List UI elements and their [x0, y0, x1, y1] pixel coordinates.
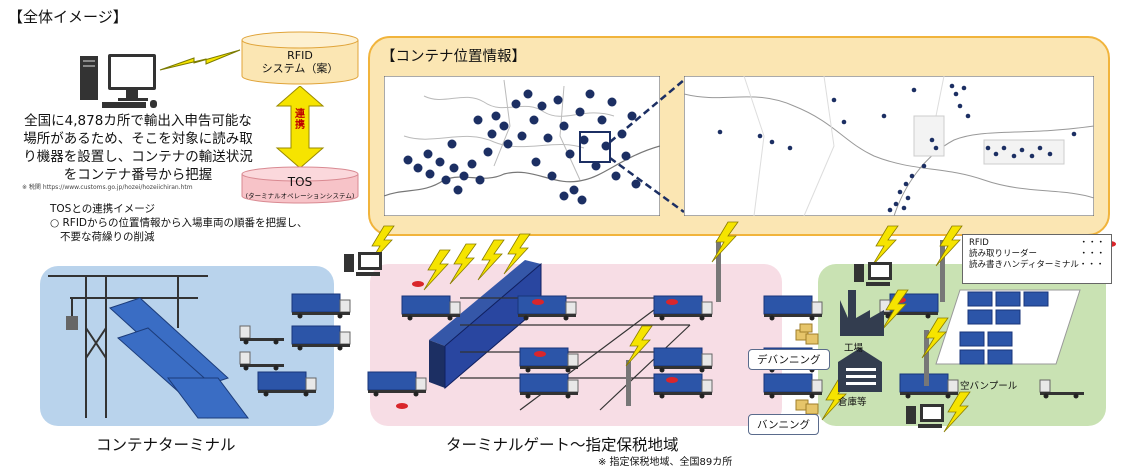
panel-title: 【コンテナ位置情報】	[381, 49, 526, 65]
tos-link-note: TOSとの連携イメージ ○ RFIDからの位置情報から入場車両の順番を把握し、 …	[50, 202, 308, 244]
warehouse-label: 倉庫等	[838, 397, 867, 408]
terminal-gate-structure	[429, 260, 542, 390]
source-note: ※ 税関 https://www.customs.go.jp/hozei/hoz…	[22, 184, 193, 191]
container-crane-illustration	[48, 275, 249, 419]
zoomed-map	[684, 76, 1094, 216]
gate-zone-note: ※ 指定保税地域、全国89カ所	[598, 457, 733, 468]
zoom-connector	[609, 79, 685, 214]
legend-rfid: RFID	[969, 238, 989, 248]
description-text: 全国に4,878カ所で輸出入申告可能な場所があるため、そこを対象に読み取り機器を…	[23, 113, 253, 183]
legend-rfid-dots: ・・・	[1079, 238, 1105, 248]
legend-reader-dots: ・・・	[1079, 249, 1105, 259]
rfid-system-line1: RFID	[287, 49, 313, 62]
tos-name: TOS	[287, 175, 313, 189]
legend-handy: 読み書きハンディターミナル・・・	[969, 260, 1105, 270]
gate-zone-label: ターミナルゲート〜指定保税地域	[446, 436, 679, 454]
empty-pool-label: 空バンプール	[960, 381, 1018, 392]
wireless-signal-icon	[159, 49, 241, 71]
terminal-zone-label: コンテナターミナル	[96, 436, 236, 454]
rfid-system-label: RFID システム（案）	[240, 49, 360, 75]
page-title: 【全体イメージ】	[8, 8, 128, 26]
map-location-dots	[403, 89, 641, 205]
legend-box: RFID ・・・ 読み取りリーダー ・・・ 読み書きハンディターミナル・・・	[962, 234, 1112, 284]
legend-reader: 読み取りリーダー	[969, 249, 1038, 259]
tos-sub: (ターミナルオペレーションシステム)	[245, 192, 355, 200]
tos-link-point1: ○ RFIDからの位置情報から入場車両の順番を把握し、	[50, 217, 308, 229]
link-double-arrow	[275, 86, 325, 168]
tos-link-title: TOSとの連携イメージ	[50, 203, 156, 215]
zoomed-location-dots	[717, 83, 1077, 213]
rfid-system-cylinder	[241, 31, 359, 85]
link-label: 連携	[295, 109, 305, 131]
regional-map	[384, 76, 660, 216]
computer-icon	[80, 54, 157, 108]
vanning-tag: バンニング	[748, 414, 820, 435]
tos-link-point2: 不要な荷繰りの削減	[60, 231, 155, 243]
devanning-tag: デバンニング	[748, 349, 830, 370]
rfid-system-line2: システム（案）	[261, 62, 339, 75]
factory-label: 工場	[844, 343, 864, 354]
map-zoom-box	[579, 131, 611, 163]
tos-cylinder	[241, 166, 359, 204]
